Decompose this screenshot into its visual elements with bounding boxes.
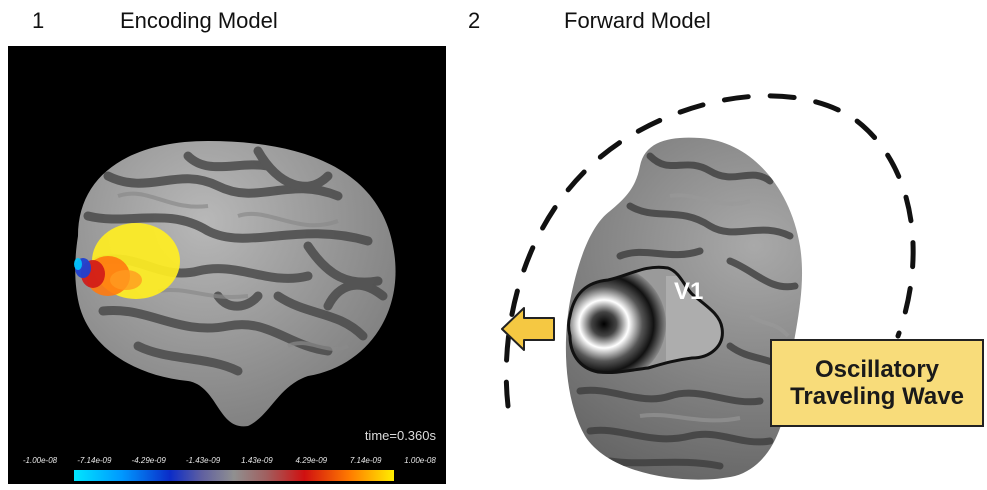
colorbar-tick: 1.43e-09 <box>241 456 273 465</box>
traveling-wave-callout: Oscillatory Traveling Wave <box>770 339 984 427</box>
brain-surface-render <box>74 141 396 427</box>
v1-outline <box>567 265 724 374</box>
colorbar <box>74 470 394 481</box>
encoding-model-panel: time=0.360s -1.00e-08 -7.14e-09 -4.29e-0… <box>8 46 446 484</box>
visual-field-arc <box>503 93 916 409</box>
forward-model-panel: V1 Oscillatory Traveling Wave <box>470 46 987 490</box>
left-arrow-icon <box>501 307 555 351</box>
forward-model-illustration <box>501 93 916 480</box>
colorbar-tick: 1.00e-08 <box>404 456 436 465</box>
colorbar-tick: -7.14e-09 <box>77 456 112 465</box>
panel-2-number: 2 <box>468 8 481 33</box>
callout-line-1: Oscillatory <box>814 356 940 383</box>
panel-1-number: 1 <box>32 8 45 33</box>
panel-2-title: Forward Model <box>564 8 711 33</box>
cortex-surface <box>75 141 396 427</box>
colorbar-tick: 7.14e-09 <box>349 456 382 465</box>
colorbar-tick-labels: -1.00e-08 -7.14e-09 -4.29e-09 -1.43e-09 … <box>23 456 436 470</box>
panel-1-title: Encoding Model <box>120 8 278 33</box>
colorbar-tick: 4.29e-09 <box>295 456 328 465</box>
activation-patch <box>74 223 180 299</box>
colorbar-tick: -1.00e-08 <box>22 456 58 465</box>
v1-label: V1 <box>674 278 704 305</box>
time-readout: time=0.360s <box>364 428 436 443</box>
colorbar-tick: -1.43e-09 <box>185 456 221 465</box>
callout-line-2: Traveling Wave <box>790 383 964 410</box>
colorbar-tick: -4.29e-09 <box>131 456 166 465</box>
